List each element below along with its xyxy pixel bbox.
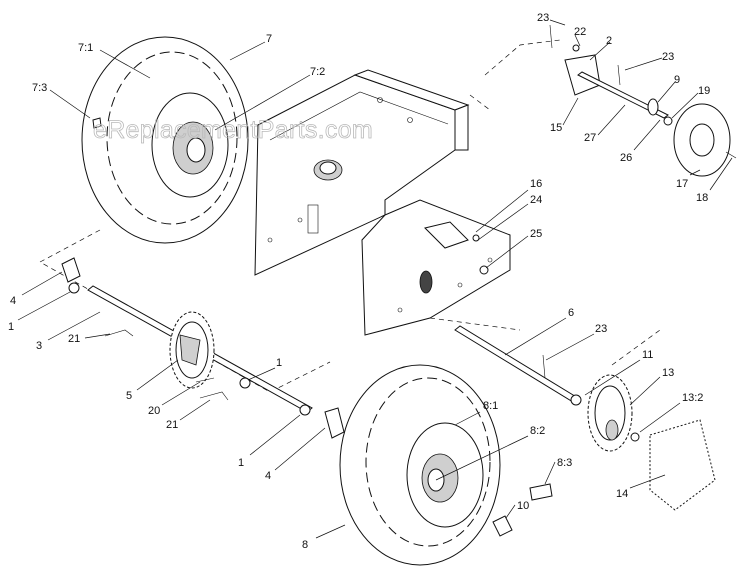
right-wheel-assembly bbox=[339, 364, 501, 566]
callout-1-left: 1 bbox=[8, 321, 14, 333]
callout-22: 22 bbox=[574, 26, 586, 38]
leader-lines bbox=[17, 19, 733, 539]
left-axle-assembly bbox=[61, 257, 345, 439]
upper-shaft-pulley-assembly bbox=[424, 24, 737, 275]
callout-10: 10 bbox=[517, 500, 529, 512]
callout-8-1: 8:1 bbox=[483, 400, 498, 412]
callout-13: 13 bbox=[662, 367, 674, 379]
wheel-hardware bbox=[92, 117, 553, 537]
callout-9: 9 bbox=[674, 74, 680, 86]
watermark-text: eReplacementParts.com bbox=[93, 116, 373, 144]
callout-14: 14 bbox=[616, 488, 628, 500]
callout-27: 27 bbox=[584, 132, 596, 144]
callout-15: 15 bbox=[550, 122, 562, 134]
callout-21-left: 21 bbox=[68, 333, 80, 345]
callout-7-2: 7:2 bbox=[310, 66, 325, 78]
callout-1-center: 1 bbox=[276, 357, 282, 369]
callout-4-left: 4 bbox=[10, 295, 16, 307]
callout-23-upper-right: 23 bbox=[662, 51, 674, 63]
callout-8-2: 8:2 bbox=[530, 425, 545, 437]
callout-18: 18 bbox=[696, 192, 708, 204]
callout-16: 16 bbox=[530, 178, 542, 190]
callout-23-top: 23 bbox=[537, 12, 549, 24]
right-axle-assembly bbox=[454, 325, 716, 511]
callout-25: 25 bbox=[530, 228, 542, 240]
callout-23-right: 23 bbox=[595, 323, 607, 335]
callout-8: 8 bbox=[302, 539, 308, 551]
callout-4-lower: 4 bbox=[265, 470, 271, 482]
callout-26: 26 bbox=[620, 152, 632, 164]
callout-7-3: 7:3 bbox=[32, 82, 47, 94]
callout-17: 17 bbox=[676, 178, 688, 190]
callout-7: 7 bbox=[266, 33, 272, 45]
callout-7-1: 7:1 bbox=[78, 42, 93, 54]
callout-1-lower: 1 bbox=[238, 457, 244, 469]
callout-13-2: 13:2 bbox=[682, 392, 703, 404]
callout-24: 24 bbox=[530, 194, 542, 206]
callout-3: 3 bbox=[36, 340, 42, 352]
callout-19: 19 bbox=[698, 85, 710, 97]
callout-21-center: 21 bbox=[166, 419, 178, 431]
callout-2: 2 bbox=[606, 35, 612, 47]
callout-20: 20 bbox=[148, 405, 160, 417]
callout-6: 6 bbox=[568, 307, 574, 319]
callout-8-3: 8:3 bbox=[557, 457, 572, 469]
frame-housing bbox=[254, 69, 511, 336]
callout-5: 5 bbox=[126, 390, 132, 402]
left-wheel-assembly bbox=[81, 36, 249, 244]
callout-labels: 7:1 7 7:2 7:3 23 22 2 23 9 19 15 27 26 1… bbox=[8, 12, 710, 551]
callout-11: 11 bbox=[642, 349, 653, 361]
